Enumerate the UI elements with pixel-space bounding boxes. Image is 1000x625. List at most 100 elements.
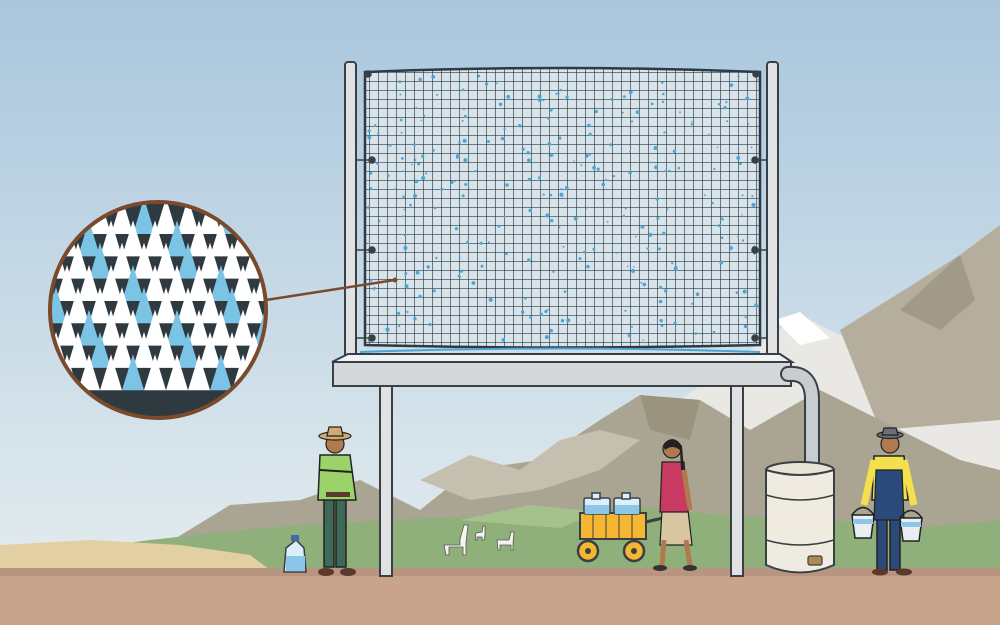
water-droplet <box>649 161 652 164</box>
water-droplet <box>399 118 403 122</box>
water-droplet <box>403 245 408 251</box>
water-droplet <box>432 289 436 293</box>
water-droplet <box>373 288 375 291</box>
water-droplet <box>721 218 725 221</box>
water-droplet <box>587 123 591 128</box>
water-droplet <box>549 193 553 197</box>
mesh-fiber <box>89 287 111 324</box>
water-droplet <box>660 324 664 327</box>
water-droplet <box>485 82 489 86</box>
mesh-fiber <box>100 264 122 301</box>
farmer-right <box>851 427 923 576</box>
water-droplet <box>663 131 666 134</box>
water-droplet <box>560 194 564 198</box>
water-droplet <box>662 92 665 96</box>
mesh-fiber <box>67 287 89 324</box>
water-droplet <box>585 153 589 158</box>
water-droplet <box>385 327 390 332</box>
water-droplet <box>544 309 548 314</box>
water-droplet <box>461 119 464 122</box>
mesh-fiber <box>177 287 199 324</box>
water-droplet <box>646 247 649 250</box>
mesh-fiber <box>155 287 177 324</box>
water-droplet <box>745 96 750 101</box>
water-droplet <box>406 310 409 313</box>
ground <box>0 568 1000 625</box>
water-droplet <box>565 185 569 190</box>
water-droplet <box>627 333 632 338</box>
water-droplet <box>386 174 390 178</box>
water-droplet <box>526 151 530 155</box>
mesh-fiber <box>188 309 210 346</box>
jug-icon <box>283 535 307 573</box>
water-droplet <box>725 101 728 104</box>
water-droplet <box>750 146 753 149</box>
water-droplet <box>629 150 631 153</box>
mesh-fiber <box>210 264 232 301</box>
water-droplet <box>378 219 381 223</box>
water-droplet <box>527 177 532 182</box>
water-droplet <box>431 149 435 152</box>
water-droplet <box>615 251 618 254</box>
water-droplet <box>659 319 663 323</box>
water-droplet <box>529 315 533 319</box>
water-droplet <box>630 120 634 123</box>
water-droplet <box>422 114 426 117</box>
mesh-fiber <box>133 242 155 279</box>
mesh-fiber <box>122 220 144 257</box>
mesh-fiber <box>89 242 111 279</box>
water-droplet <box>474 170 477 173</box>
water-droplet <box>661 81 664 84</box>
mesh-fiber <box>56 264 78 301</box>
water-droplet <box>497 224 501 228</box>
water-droplet <box>728 245 733 251</box>
water-droplet <box>691 120 693 123</box>
water-droplet <box>557 150 560 153</box>
water-droplet <box>586 264 590 269</box>
fog-collector <box>331 61 820 577</box>
water-droplet <box>431 74 436 79</box>
mesh-fiber <box>155 202 177 234</box>
water-droplet <box>658 299 663 304</box>
water-droplet <box>737 75 740 78</box>
water-droplet <box>606 221 609 223</box>
water-droplet <box>369 278 373 282</box>
water-droplet <box>717 103 721 106</box>
water-droplet <box>461 88 465 92</box>
mesh-fiber <box>111 242 133 279</box>
water-droplet <box>560 319 565 323</box>
water-droplet <box>547 116 550 120</box>
water-droplet <box>415 270 420 275</box>
water-droplet <box>588 132 592 136</box>
water-droplet <box>546 308 549 311</box>
water-droplet <box>440 187 444 191</box>
water-droplet <box>414 179 419 184</box>
mesh-fiber <box>166 264 188 301</box>
water-droplet <box>562 245 565 248</box>
mesh-fiber <box>111 287 133 324</box>
water-droplet <box>398 325 401 328</box>
water-droplet <box>628 90 633 95</box>
water-droplet <box>729 83 734 87</box>
water-droplet <box>580 164 583 167</box>
water-droplet <box>672 149 677 153</box>
mesh-fiber <box>199 287 221 324</box>
water-droplet <box>623 95 626 99</box>
water-droplet <box>735 291 739 295</box>
water-droplet <box>747 123 750 125</box>
water-droplet <box>552 270 555 273</box>
water-droplet <box>369 187 373 191</box>
woman <box>653 439 697 571</box>
water-droplet <box>549 152 554 157</box>
water-droplet <box>488 297 493 302</box>
water-droplet <box>751 195 754 198</box>
water-droplet <box>539 312 543 316</box>
water-droplet <box>713 167 716 171</box>
water-droplet <box>404 284 409 289</box>
water-droplet <box>521 302 524 304</box>
water-droplet <box>480 264 484 268</box>
mesh-fiber <box>122 354 144 391</box>
mesh-fiber <box>188 354 210 391</box>
water-droplet <box>723 106 727 110</box>
water-droplet <box>671 262 674 265</box>
